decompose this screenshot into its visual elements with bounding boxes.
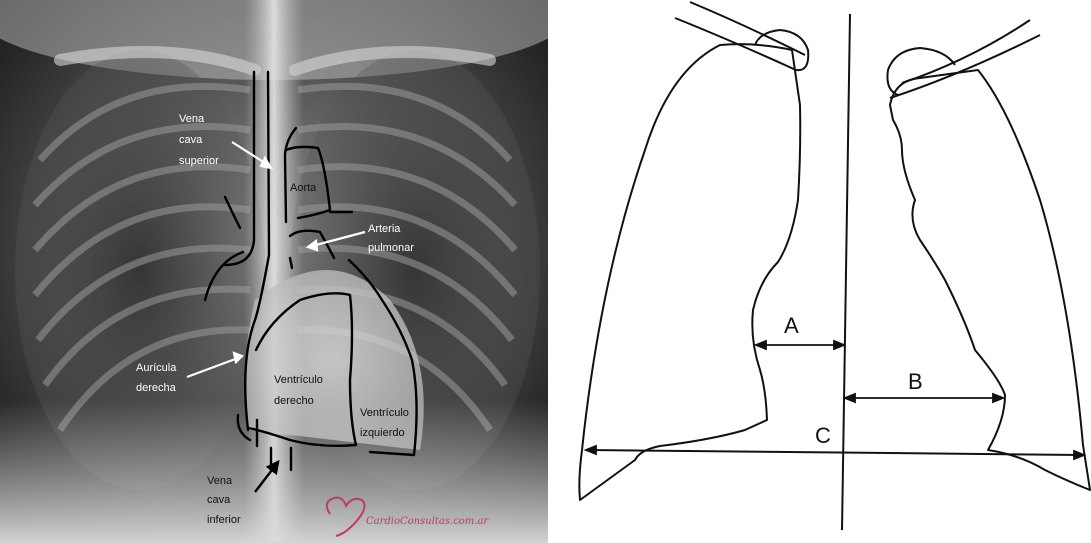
chest-xray-panel: Vena cava superior Aorta Arteria pulmona…	[0, 0, 548, 543]
cardiothoracic-diagram-panel: A B C	[560, 0, 1091, 543]
svg-text:CardioConsultas.com.ar: CardioConsultas.com.ar	[366, 516, 489, 527]
label-c: C	[815, 423, 831, 448]
right-clavicle	[890, 35, 1040, 98]
right-lung-outline	[890, 70, 1090, 490]
cardiothoracic-diagram: A B C	[560, 0, 1091, 543]
chest-xray-image: Vena cava superior Aorta Arteria pulmona…	[0, 0, 548, 543]
label-aorta: Aorta	[290, 182, 317, 194]
baseline-c	[588, 450, 1082, 455]
left-clavicle	[675, 18, 796, 70]
left-lung-outline	[579, 44, 800, 500]
label-a: A	[784, 313, 799, 338]
label-b: B	[908, 369, 923, 394]
